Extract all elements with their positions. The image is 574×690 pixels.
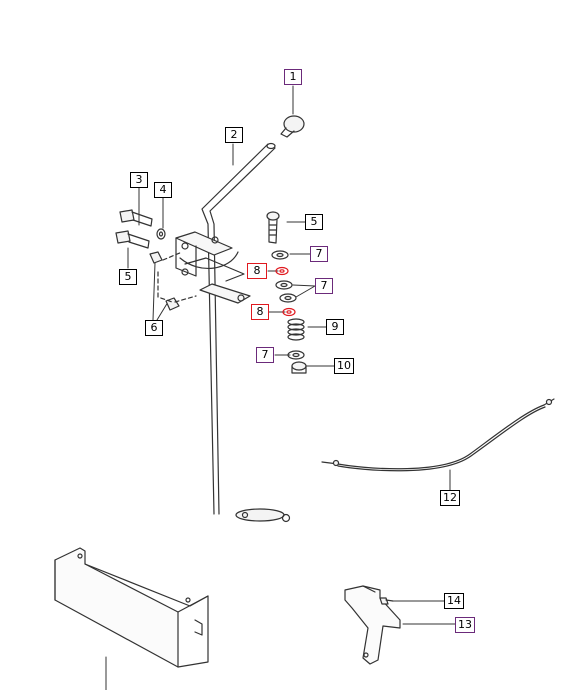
- callout-6: 6: [145, 320, 163, 336]
- shift-lever-rod: [201, 142, 291, 523]
- callout-9: 9: [326, 319, 344, 335]
- callout-13: 13: [455, 617, 475, 633]
- callout-4: 4: [154, 182, 172, 198]
- washer-7-d: [287, 350, 305, 360]
- washer-8-a: [275, 266, 289, 276]
- bolt-5-right: [266, 211, 280, 244]
- callout-2: 2: [225, 127, 243, 143]
- nut-10: [291, 361, 307, 374]
- nuts-6: [149, 251, 197, 311]
- washer-7-b: [275, 280, 293, 290]
- callout-7-middle: 7: [315, 278, 333, 294]
- callout-7-bottom: 7: [256, 347, 274, 363]
- bracket-13: [344, 585, 401, 665]
- callout-5-right: 5: [305, 214, 323, 230]
- washer-4: [156, 228, 166, 240]
- shift-knob: [280, 115, 305, 138]
- callout-12: 12: [440, 490, 460, 506]
- washer-7-c: [279, 293, 297, 303]
- callout-10: 10: [334, 358, 354, 374]
- pivot-bracket: [175, 231, 251, 304]
- washer-7-a: [271, 250, 289, 260]
- callout-3: 3: [130, 172, 148, 188]
- leader-lines: [105, 85, 456, 690]
- callout-14: 14: [444, 593, 464, 609]
- washer-8-b: [282, 307, 296, 317]
- callout-7-top: 7: [310, 246, 328, 262]
- callout-1: 1: [284, 69, 302, 85]
- bolt-3: [119, 209, 153, 227]
- bolt-5-left: [115, 230, 150, 249]
- callout-8-top: 8: [247, 263, 267, 279]
- cable-12: [321, 398, 555, 472]
- panel-bracket: [54, 547, 209, 668]
- spring-9: [287, 318, 305, 341]
- callout-8-bottom: 8: [251, 304, 269, 320]
- callout-5-left: 5: [119, 269, 137, 285]
- bolt-14: [379, 597, 394, 605]
